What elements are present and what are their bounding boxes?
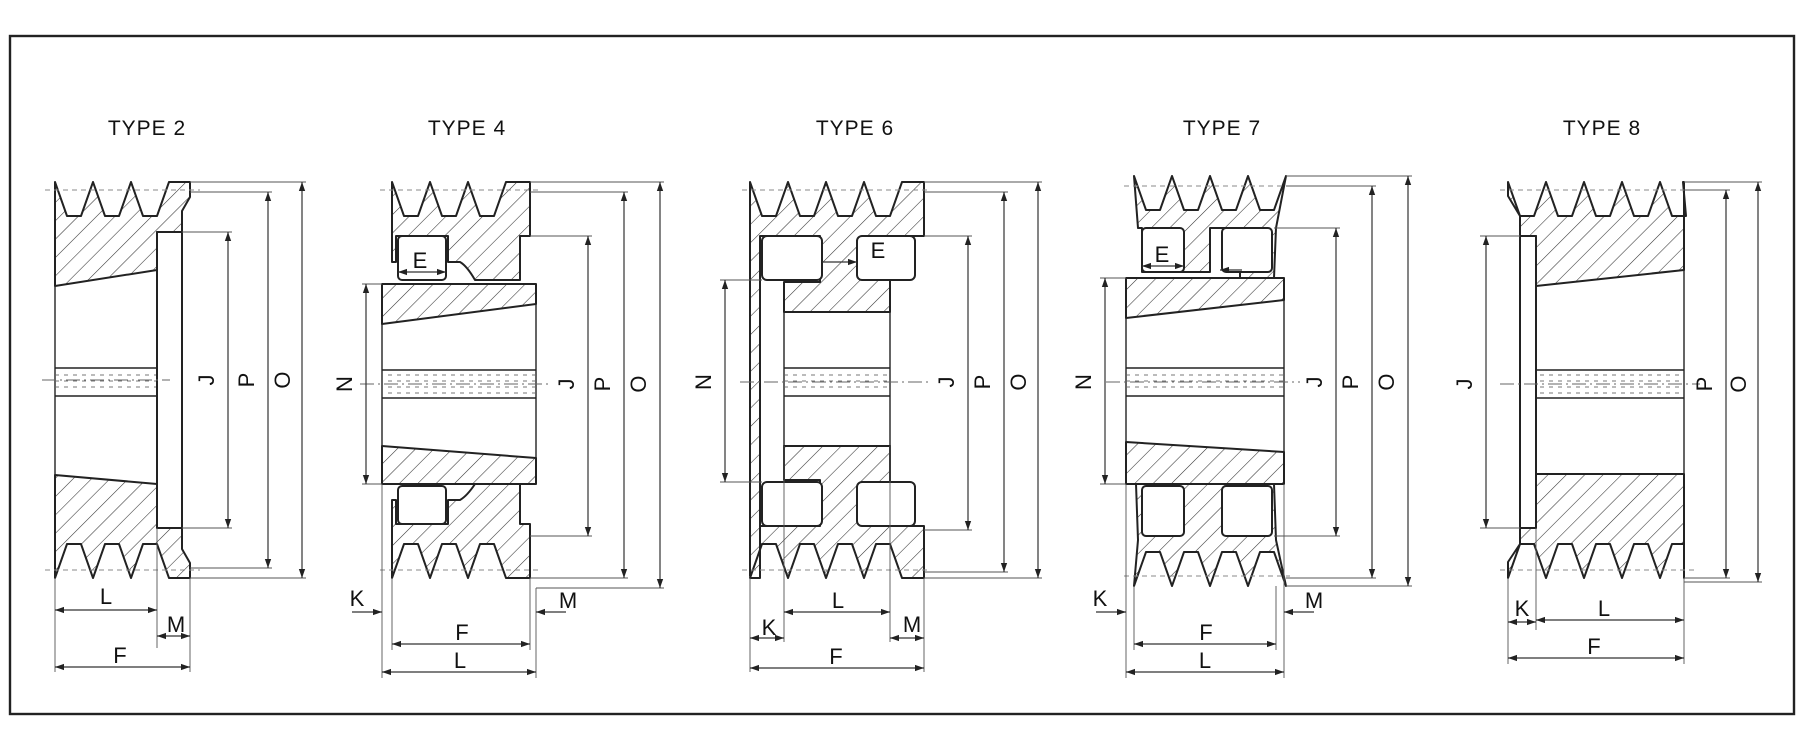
type-6-title: TYPE 6	[816, 117, 894, 140]
type-8-f-label: F	[1587, 634, 1600, 659]
type-8-k-label: K	[1515, 596, 1530, 621]
type-6-l-label: L	[832, 588, 844, 613]
type-6-upper-groove	[761, 235, 823, 281]
type-7-k-label: K	[1093, 586, 1108, 611]
type-6-n-label: N	[691, 374, 716, 390]
type-4-title: TYPE 4	[428, 117, 506, 140]
type-7-m-label: M	[1305, 588, 1323, 613]
type-8-title: TYPE 8	[1563, 117, 1641, 140]
type-2-l-label: L	[100, 584, 112, 609]
drawing-frame	[8, 34, 1796, 716]
type-8-o-label: O	[1726, 375, 1751, 392]
type-4-upper-bushing	[381, 283, 537, 325]
type-6-upper-groove-2	[856, 235, 916, 281]
type-6-k-label: K	[762, 615, 777, 640]
type-6-e-label: E	[871, 238, 886, 263]
type-2-title: TYPE 2	[108, 117, 186, 140]
type-7-lower-groove	[1141, 485, 1185, 537]
type-8-flange	[1519, 235, 1537, 529]
type-6-diagram: TYPE 6 E N J P O	[691, 117, 1042, 672]
type-7-n-label: N	[1071, 374, 1096, 390]
type-2-f-label: F	[113, 643, 126, 668]
type-7-e-label: E	[1155, 242, 1170, 267]
type-4-p-label: P	[590, 377, 615, 392]
type-8-l-label: L	[1598, 596, 1610, 621]
type-7-upper-groove	[1141, 227, 1185, 273]
type-7-p-label: P	[1338, 375, 1363, 390]
type-6-lower-groove-2	[856, 481, 916, 527]
type-2-m-label: M	[167, 612, 185, 637]
type-4-upper-rim	[391, 181, 531, 281]
type-2-p-label: P	[234, 373, 259, 388]
type-8-diagram: TYPE 8 J P O K L F	[1452, 117, 1762, 664]
type-8-j-label: J	[1452, 379, 1477, 390]
type-4-m-label: M	[559, 588, 577, 613]
type-7-upper-groove-2	[1221, 227, 1273, 273]
type-4-l-label: L	[454, 648, 466, 673]
type-4-f-label: F	[455, 620, 468, 645]
type-7-upper-bushing	[1125, 277, 1285, 319]
type-7-f-label: F	[1199, 620, 1212, 645]
type-6-m-label: M	[903, 612, 921, 637]
type-4-j-label: J	[554, 379, 579, 390]
type-7-l-label: L	[1199, 648, 1211, 673]
type-7-o-label: O	[1374, 373, 1399, 390]
type-2-j-label: J	[194, 375, 219, 386]
type-4-e-label: E	[413, 248, 428, 273]
type-2-keyway	[56, 372, 156, 392]
type-6-f-label: F	[829, 644, 842, 669]
type-4-lower-groove	[397, 485, 447, 525]
type-8-p-label: P	[1692, 377, 1717, 392]
type-4-k-label: K	[350, 586, 365, 611]
type-6-p-label: P	[970, 375, 995, 390]
type-7-diagram: TYPE 7 E N J P O	[1071, 117, 1412, 678]
type-7-lower-groove-2	[1221, 485, 1273, 537]
type-4-diagram: TYPE 4 E N J P O	[332, 117, 664, 678]
type-6-o-label: O	[1006, 373, 1031, 390]
type-7-lower-bushing	[1125, 441, 1285, 485]
type-6-j-label: J	[934, 377, 959, 388]
type-2-o-label: O	[270, 371, 295, 388]
type-4-o-label: O	[626, 375, 651, 392]
type-7-title: TYPE 7	[1183, 117, 1261, 140]
type-7-j-label: J	[1302, 377, 1327, 388]
type-2-flange	[156, 231, 183, 529]
type-2-diagram: TYPE 2 J P O L M F	[42, 117, 306, 672]
type-4-lower-bushing	[381, 445, 537, 485]
type-6-lower-groove	[761, 481, 823, 527]
type-4-n-label: N	[332, 376, 357, 392]
